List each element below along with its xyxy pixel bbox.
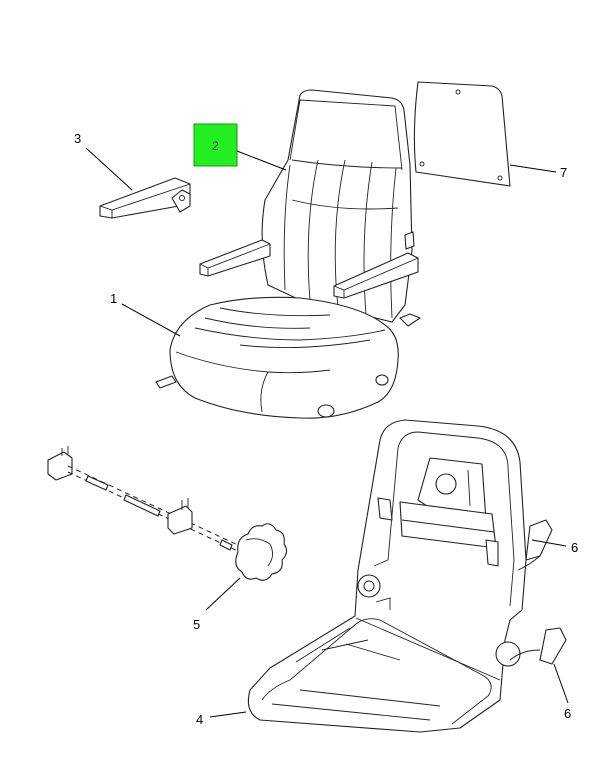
- callout-7: 7: [560, 165, 567, 180]
- knob-part[interactable]: [235, 523, 288, 581]
- callout-2: 2: [212, 139, 219, 153]
- highlight-box-item-2[interactable]: [193, 123, 238, 167]
- armrest-part[interactable]: [99, 177, 191, 219]
- seat-frame-part[interactable]: [247, 419, 567, 733]
- seat-assembly[interactable]: [155, 89, 421, 419]
- adjuster-rod-assembly[interactable]: [47, 446, 241, 553]
- callout-4: 4: [196, 712, 203, 727]
- leader-lines: [85, 147, 569, 718]
- callout-3: 3: [74, 131, 81, 146]
- callout-6-upper: 6: [571, 540, 578, 555]
- callout-5: 5: [193, 617, 200, 632]
- back-panel-part[interactable]: [413, 81, 511, 187]
- callout-1: 1: [110, 291, 117, 306]
- callout-6-lower: 6: [564, 706, 571, 721]
